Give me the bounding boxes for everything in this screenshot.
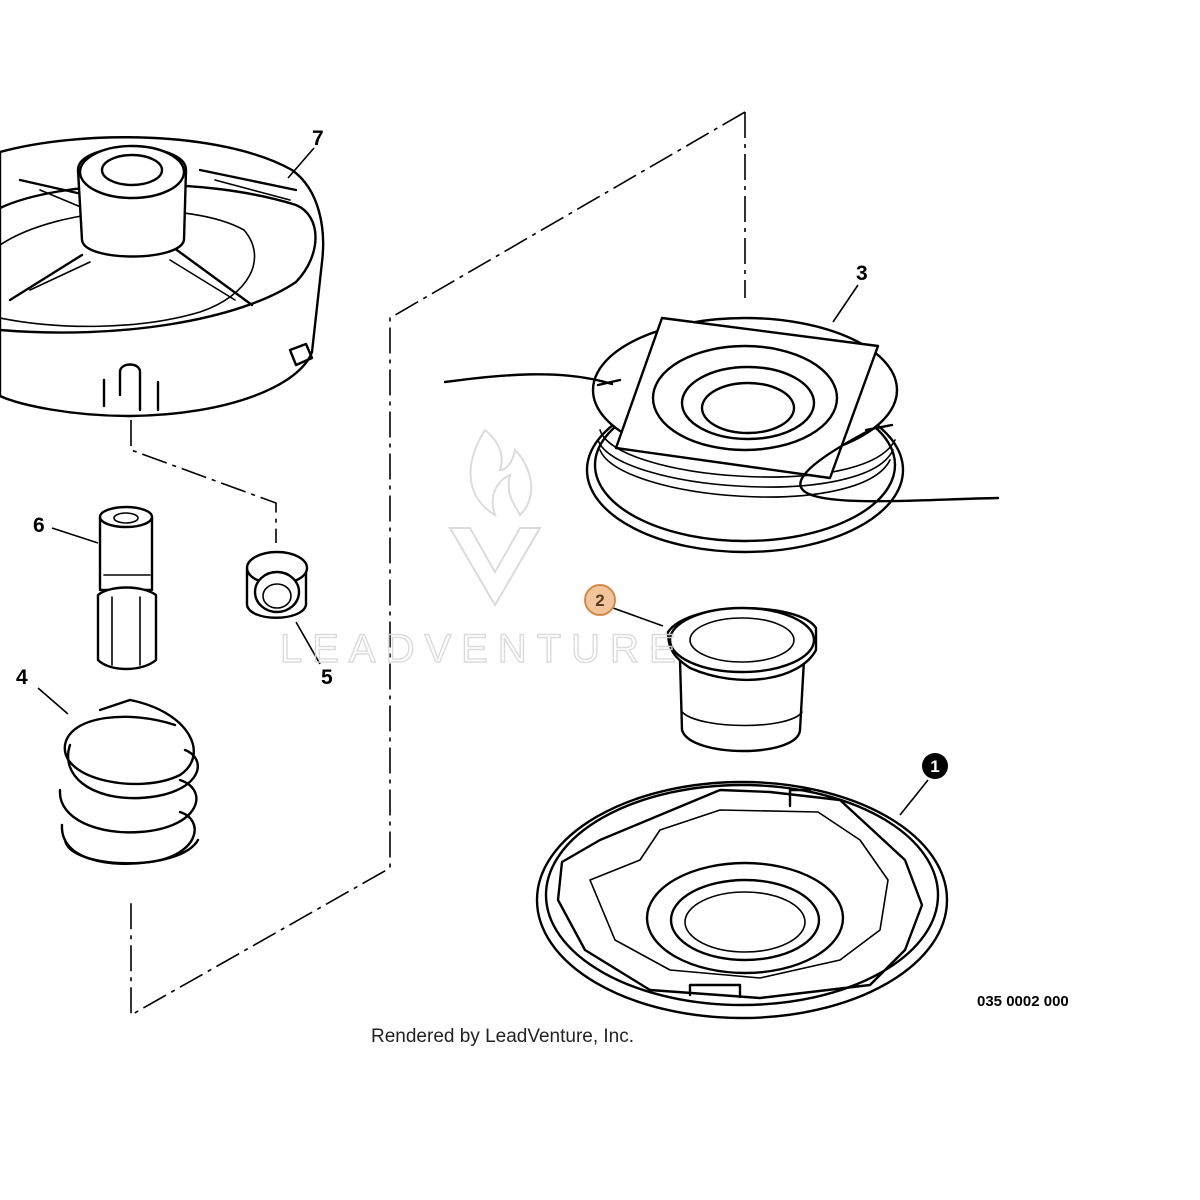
part-2-eyelet[interactable] [666,606,818,753]
callout-7[interactable]: 7 [312,127,324,150]
assembly-guide-lines [130,111,746,1017]
watermark-text: LEADVENTURE [280,627,686,671]
part-5-bushing[interactable] [245,550,309,619]
part-6-adapter[interactable] [96,505,158,671]
callout-4[interactable]: 4 [16,666,28,689]
callout-1[interactable]: 1 [930,757,939,776]
part-7-spool-cover[interactable] [0,136,325,418]
part-1-housing[interactable] [535,780,949,1020]
callout-5[interactable]: 5 [321,666,333,689]
render-credit: Rendered by LeadVenture, Inc. [371,1026,634,1047]
leader-lines [37,147,929,816]
callout-2[interactable]: 2 [595,591,604,610]
part-3-spool[interactable] [443,316,1000,554]
callouts: 7 3 6 5 4 2 1 [16,127,948,779]
leadventure-watermark: LEADVENTURE [279,428,686,672]
callout-1-badge[interactable]: 1 [922,753,948,779]
diagram-part-number: 035 0002 000 [977,993,1069,1010]
callout-2-highlight[interactable]: 2 [584,584,616,616]
part-4-spring[interactable] [58,698,200,865]
callout-6[interactable]: 6 [33,514,45,537]
callout-3[interactable]: 3 [856,262,868,285]
